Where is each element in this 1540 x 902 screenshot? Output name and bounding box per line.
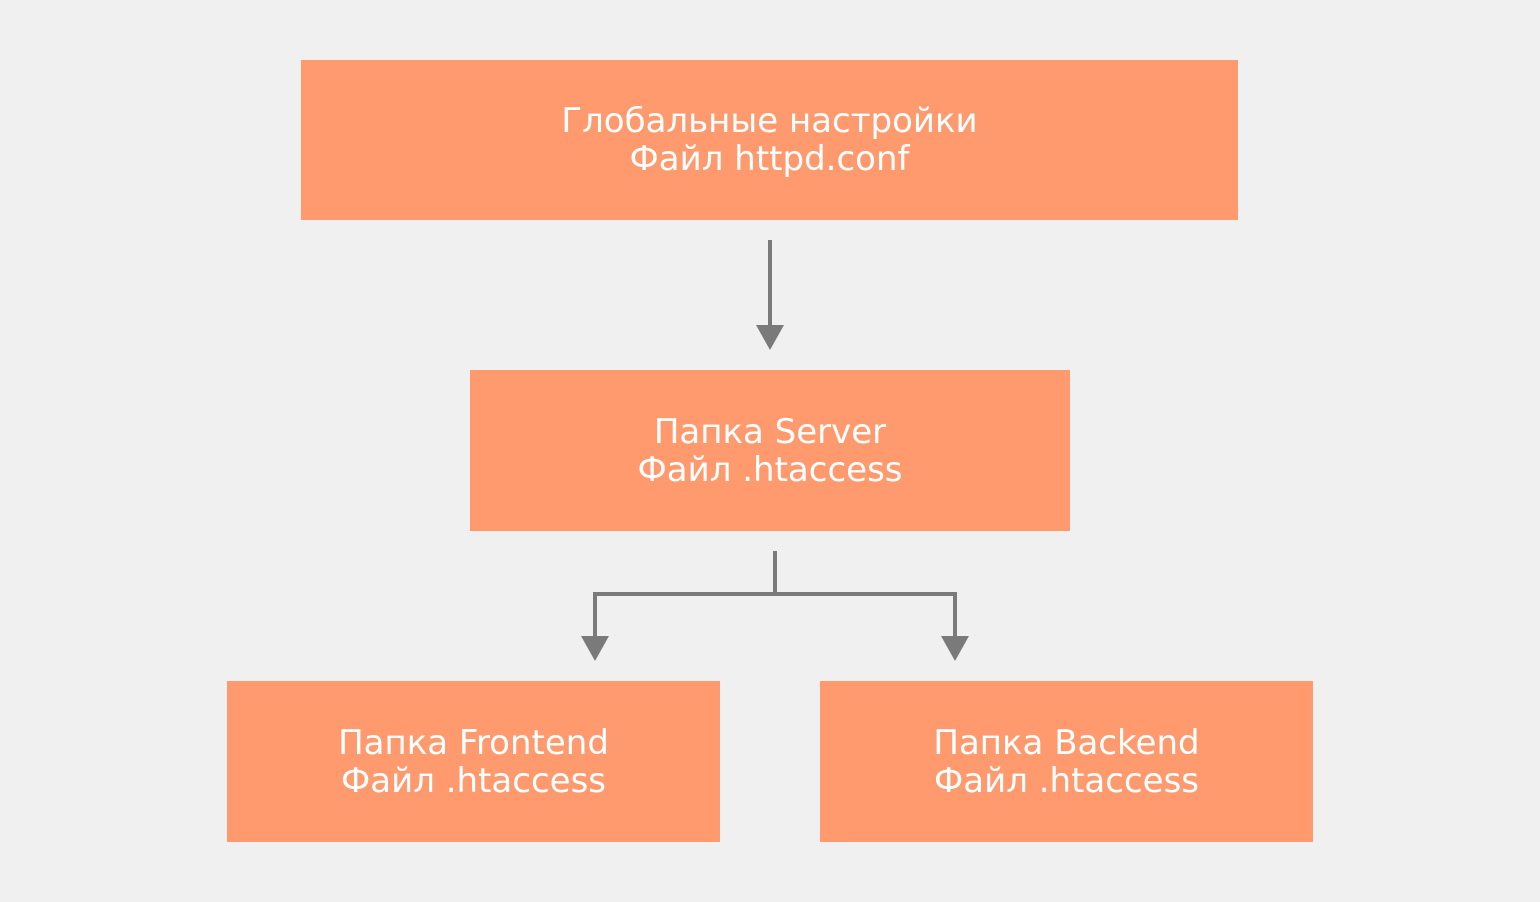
node-backend-title: Папка Backend — [933, 722, 1200, 763]
edge-server-to-frontend-arrowhead — [581, 636, 609, 661]
node-backend-file: Файл .htaccess — [934, 760, 1199, 801]
edge-server-to-backend-arrowhead — [941, 636, 969, 661]
edge-global-to-server-arrowhead — [756, 325, 784, 350]
node-backend-folder: Папка Backend Файл .htaccess — [820, 681, 1313, 842]
node-global-file: Файл httpd.conf — [629, 139, 910, 179]
node-frontend-title: Папка Frontend — [338, 722, 609, 763]
node-server-file: Файл .htaccess — [637, 449, 903, 490]
node-server-title: Папка Server — [653, 411, 887, 452]
node-frontend-folder: Папка Frontend Файл .htaccess — [227, 681, 720, 842]
node-global-settings: Глобальные настройки Файл httpd.conf — [301, 60, 1238, 220]
node-server-folder: Папка Server Файл .htaccess — [470, 370, 1070, 531]
node-frontend-file: Файл .htaccess — [341, 760, 606, 801]
edge-server-branch-line — [593, 592, 957, 638]
node-global-title: Глобальные настройки — [561, 101, 978, 141]
